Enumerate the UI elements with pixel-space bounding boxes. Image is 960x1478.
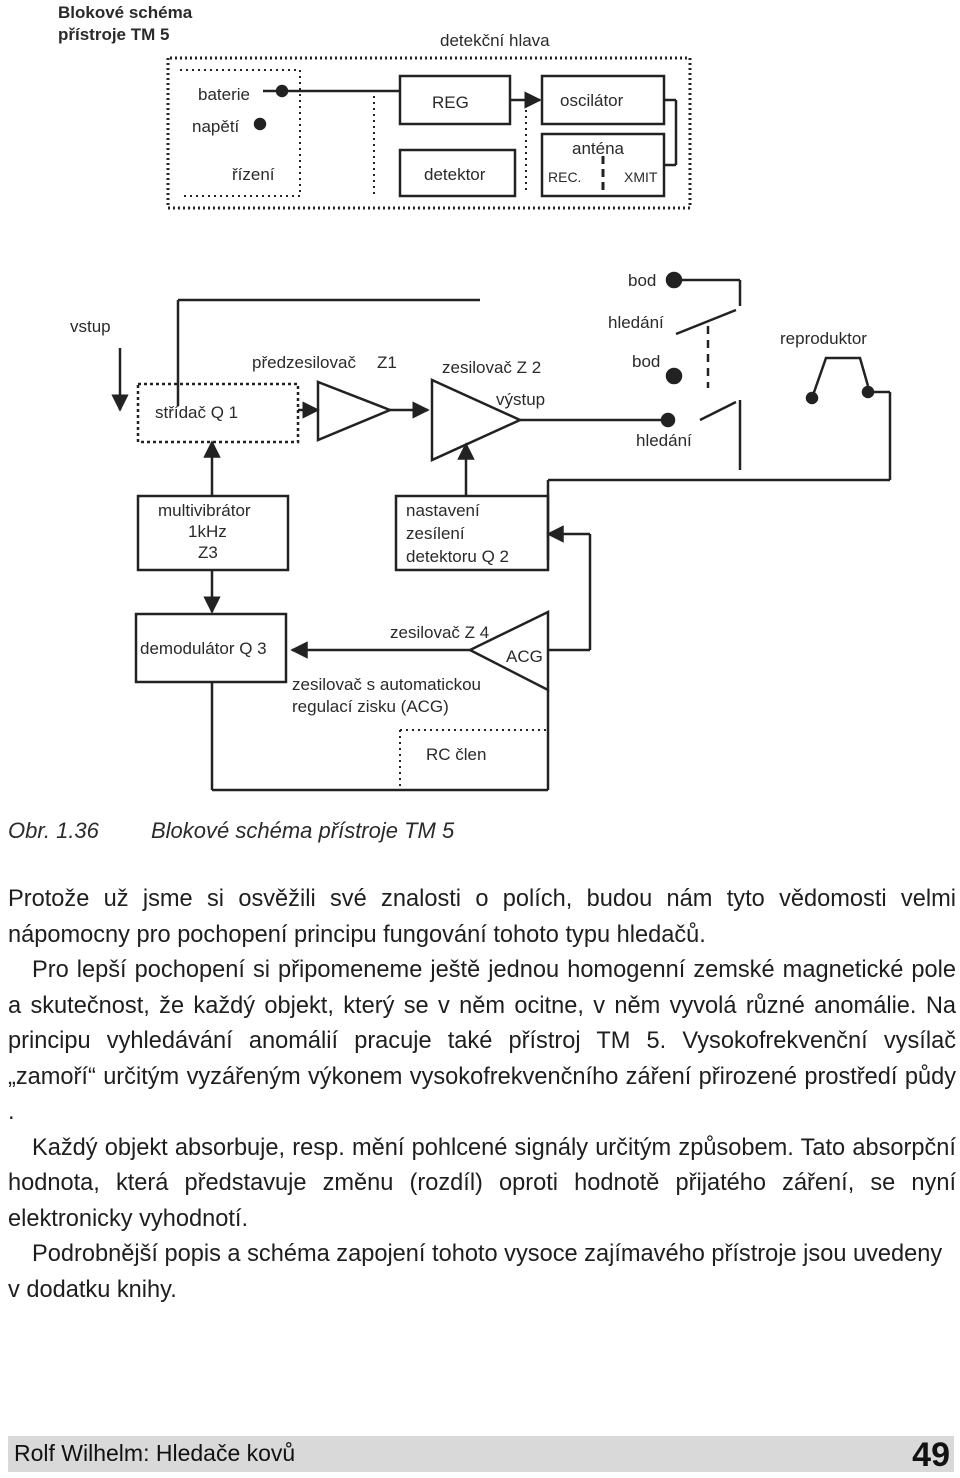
chopper-box bbox=[136, 382, 300, 444]
amplifier-z4 bbox=[467, 610, 550, 693]
paragraph: Každý objekt absorbuje, resp. mění pohlc… bbox=[8, 1134, 956, 1232]
control-label: řízení bbox=[232, 165, 275, 184]
multivibrator-label: multivibrátor bbox=[158, 501, 251, 520]
reg-label: REG bbox=[432, 93, 469, 112]
freq-label: 1kHz bbox=[188, 522, 227, 541]
oscillator-label: oscilátor bbox=[560, 91, 624, 110]
preamplifier-z1 bbox=[316, 380, 394, 442]
book-title: Rolf Wilhelm: Hledače kovů bbox=[14, 1440, 296, 1466]
acg-label: ACG bbox=[506, 647, 543, 666]
antenna-box bbox=[540, 132, 666, 198]
detection-head-outline bbox=[166, 56, 692, 210]
point-label-mid: bod bbox=[632, 352, 660, 371]
point-label-top: bod bbox=[628, 271, 656, 290]
paragraph: Pro lepší pochopení si připomeneme ještě… bbox=[8, 957, 956, 1125]
detector-box bbox=[398, 148, 517, 198]
z1-label: Z1 bbox=[377, 353, 397, 372]
gain-adjust-label-1: nastavení bbox=[406, 501, 480, 520]
input-label: vstup bbox=[70, 317, 111, 336]
preamp-label: předzesilovač bbox=[252, 353, 356, 372]
diagram-title: Blokové schéma bbox=[58, 3, 193, 22]
acg-desc-1: zesilovač s automatickou bbox=[292, 675, 481, 694]
gain-adjust-label-2: zesílení bbox=[406, 524, 465, 543]
z3-label: Z3 bbox=[198, 543, 218, 562]
detector-label: detektor bbox=[424, 165, 486, 184]
figure-caption-text: Blokové schéma přístroje TM 5 bbox=[151, 818, 455, 843]
paragraph: Podrobnější popis a schéma zapojení toho… bbox=[8, 1241, 943, 1303]
rc-label: RC člen bbox=[426, 745, 486, 764]
antenna-label: anténa bbox=[572, 139, 625, 158]
gain-adjust-label-3: detektoru Q 2 bbox=[406, 547, 509, 566]
rec-label: REC. bbox=[548, 169, 581, 185]
control-panel-box bbox=[180, 69, 301, 197]
page-number: 49 bbox=[912, 1436, 950, 1474]
battery-label: baterie bbox=[198, 85, 250, 104]
block-diagram: Blokové schéma přístroje TM 5 detekční h… bbox=[58, 3, 892, 792]
amp-z4-label: zesilovač Z 4 bbox=[390, 623, 489, 642]
voltage-label: napětí bbox=[192, 117, 240, 136]
amp-z2-label: zesilovač Z 2 bbox=[442, 358, 541, 377]
head-label: detekční hlava bbox=[440, 31, 550, 50]
figure-number: Obr. 1.36 bbox=[8, 818, 99, 843]
rc-element-box bbox=[399, 729, 548, 790]
output-label: výstup bbox=[496, 390, 545, 409]
page-footer: Rolf Wilhelm: Hledače kovů 49 bbox=[8, 1436, 954, 1474]
diagram-title-2: přístroje TM 5 bbox=[58, 25, 169, 44]
speaker-symbol bbox=[810, 356, 870, 399]
acg-desc-2: regulací zisku (ACG) bbox=[292, 697, 449, 716]
paragraph: Protože už jsme si osvěžili své znalosti… bbox=[8, 886, 956, 948]
body-text: Protože už jsme si osvěžili své znalosti… bbox=[8, 882, 956, 1308]
speaker-label: reproduktor bbox=[780, 329, 867, 348]
search-label-top: hledání bbox=[608, 313, 664, 332]
figure-caption: Obr. 1.36 Blokové schéma přístroje TM 5 bbox=[8, 818, 454, 844]
xmit-label: XMIT bbox=[624, 169, 658, 185]
search-label-bottom: hledání bbox=[636, 431, 692, 450]
amplifier-z2 bbox=[430, 378, 524, 462]
chopper-label: střídač Q 1 bbox=[155, 403, 238, 422]
demodulator-label: demodulátor Q 3 bbox=[140, 639, 267, 658]
